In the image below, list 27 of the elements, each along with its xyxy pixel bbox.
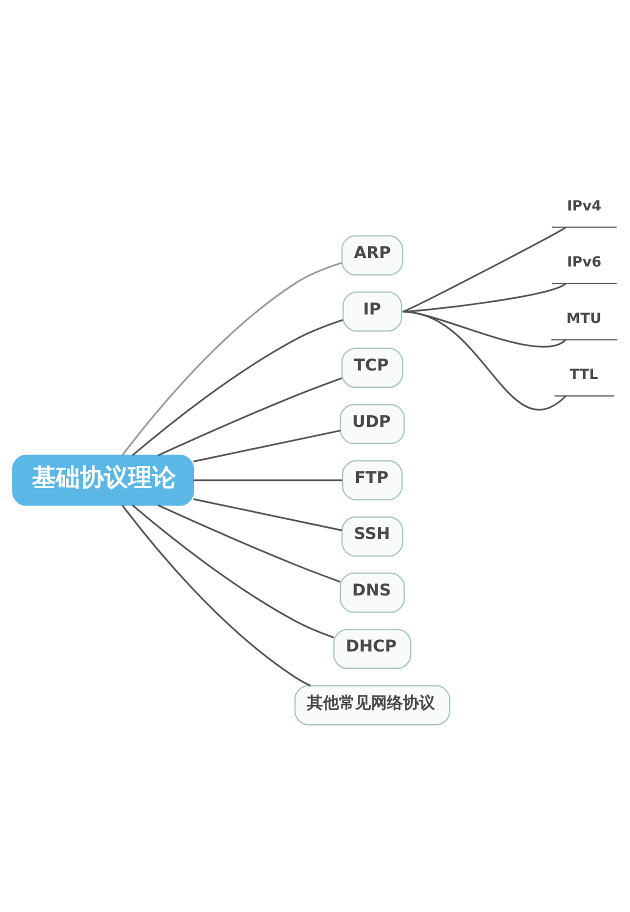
node-box: ARP [341,234,404,275]
node-box: 其他常见网络协议 [294,684,450,725]
connector [402,282,566,312]
node-box: SSH [341,516,404,556]
connector [402,310,566,347]
connector [402,226,566,312]
connector [193,478,342,481]
connector [158,504,341,582]
connector [402,310,566,410]
connector [132,318,344,456]
node-box: 基础协议理论 [12,454,194,506]
node-text: IPv4 [566,198,602,214]
node-box: DHCP [333,628,412,669]
connector [158,376,342,456]
connector [122,504,311,686]
node-box: DNS [340,572,405,612]
connector [132,504,334,638]
node-box: UDP [340,403,405,444]
node-box: TCP [341,347,404,388]
connector [193,498,342,531]
node-text: MTU [566,310,602,326]
node-box: IP [342,290,402,332]
node-box: FTP [342,460,403,500]
connector [122,261,342,456]
node-text: IPv6 [566,254,602,270]
connector [193,429,341,462]
node-text: TTL [570,366,598,383]
